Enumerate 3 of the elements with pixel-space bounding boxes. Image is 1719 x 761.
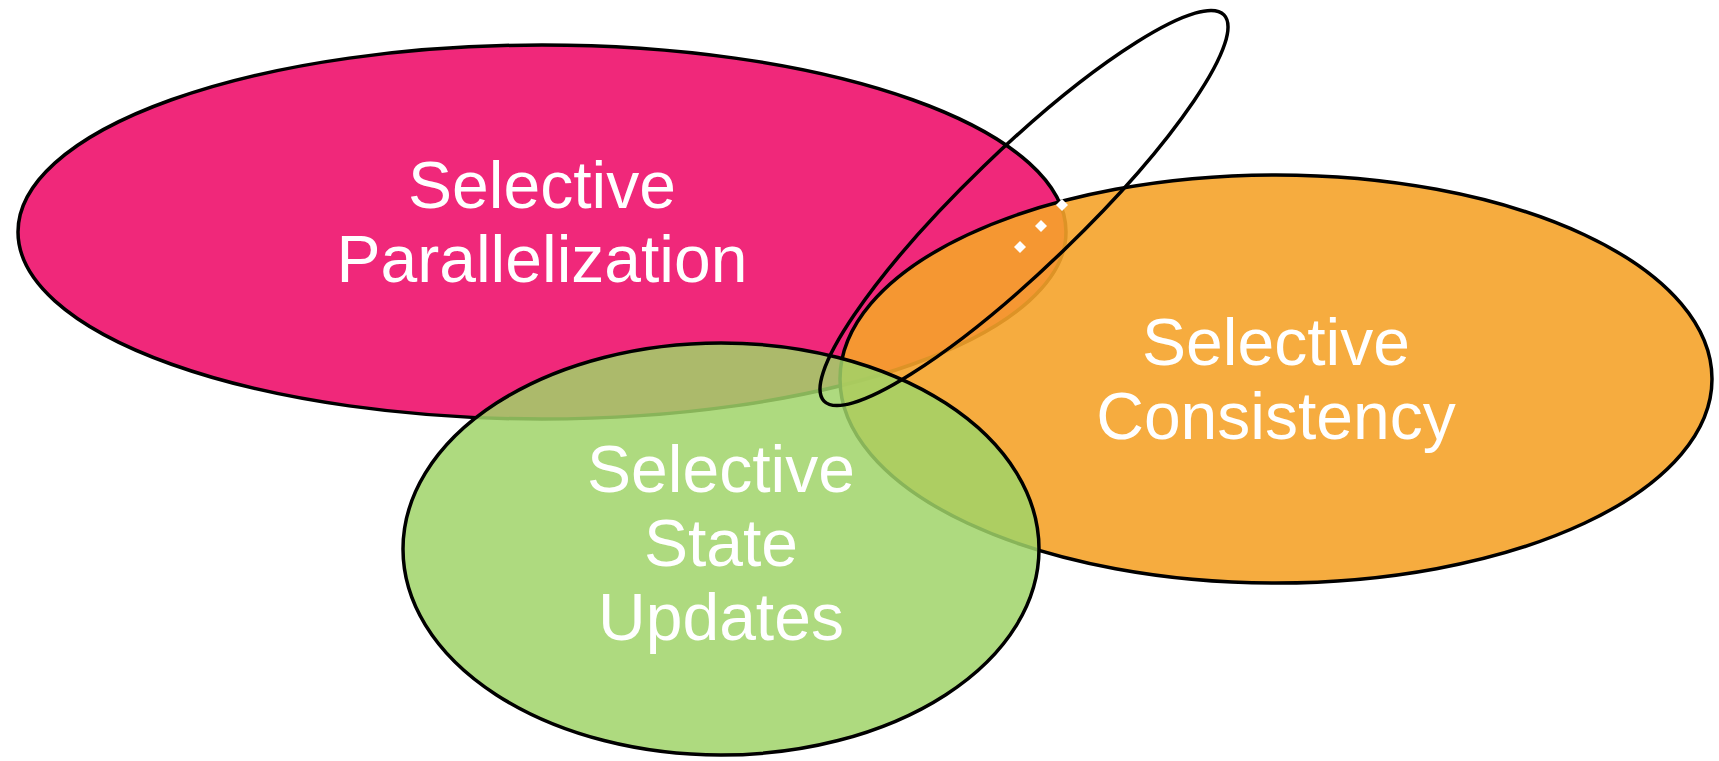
set-label: Selective Consistency bbox=[1095, 305, 1457, 453]
set-label: Selective State Updates bbox=[586, 432, 856, 654]
set-label: Selective Parallelization bbox=[335, 148, 749, 296]
